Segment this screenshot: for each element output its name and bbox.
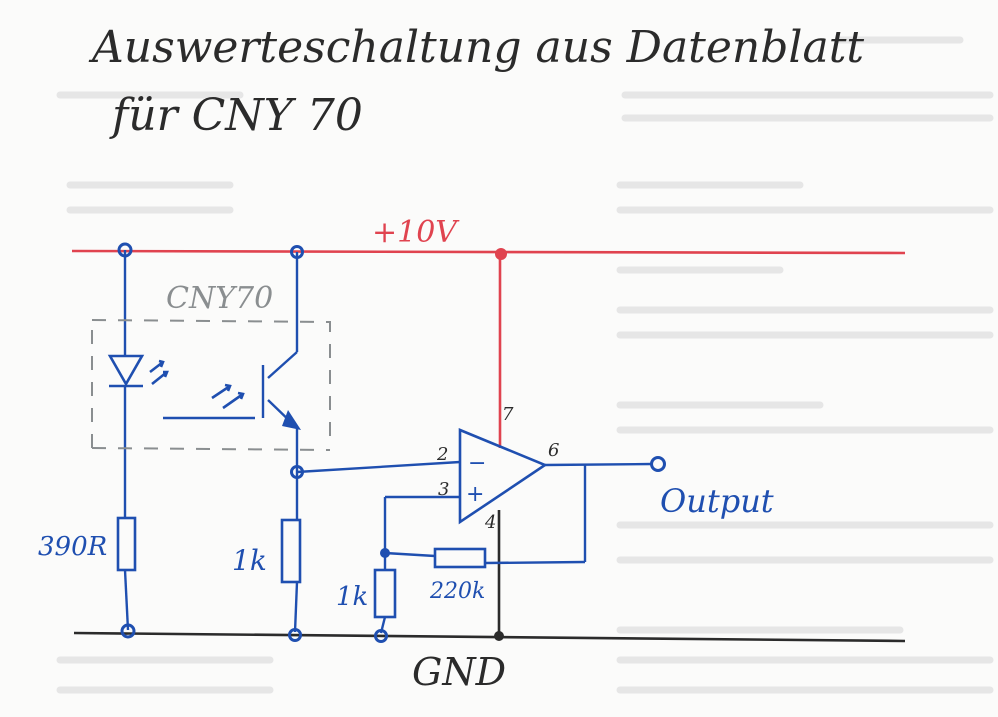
- ground-label: GND: [412, 650, 506, 694]
- led-top-terminal: [117, 242, 133, 258]
- led-symbol: [107, 354, 169, 388]
- pin-2-label: 2: [436, 444, 448, 465]
- led-branch: [123, 250, 130, 631]
- output-terminal: [650, 456, 666, 472]
- ground-junction: [494, 631, 504, 641]
- pin-4-label: 4: [484, 512, 496, 533]
- ground-rail: [73, 510, 906, 643]
- sensor-label: CNY70: [166, 281, 273, 316]
- resistor-1k-emitter: [280, 518, 302, 584]
- feedback-junction: [380, 548, 390, 558]
- resistor-390r-label: 390R: [38, 532, 107, 562]
- emitter-branch: [261, 252, 461, 633]
- supply-rail: [71, 249, 906, 448]
- op-amp-minus-sign: −: [468, 451, 486, 476]
- pin-3-label: 3: [438, 479, 449, 500]
- resistor-220k-label: 220k: [429, 579, 485, 604]
- led-bottom-terminal: [120, 623, 136, 639]
- emitter-node: [290, 465, 304, 479]
- resistor-390r: [116, 516, 137, 572]
- light-arrows: [163, 383, 255, 420]
- resistor-220k: [433, 547, 487, 569]
- resistor-1k-ground: [373, 568, 397, 619]
- op-amp-plus-sign: +: [466, 482, 484, 507]
- collector-terminal: [290, 245, 304, 259]
- pin-6-label: 6: [548, 440, 559, 461]
- resistor-1k-emitter-label: 1k: [232, 544, 267, 577]
- paper-show-through: [56, 36, 994, 694]
- phototransistor-arrow: [282, 410, 301, 430]
- pin-7-label: 7: [502, 404, 514, 425]
- supply-label: +10V: [372, 215, 460, 250]
- diagram-title: Auswerteschaltung aus Datenblatt: [88, 22, 864, 73]
- op-amp-symbol: [458, 428, 548, 525]
- feedback-network: [379, 462, 653, 634]
- supply-junction: [495, 248, 507, 260]
- resistor-1k-ground-label: 1k: [336, 582, 368, 612]
- feedback-ground-terminal: [374, 629, 388, 643]
- diagram-subtitle: für CNY 70: [109, 90, 363, 141]
- output-label: Output: [660, 482, 774, 520]
- emitter-ground-terminal: [288, 628, 302, 642]
- cny70-package: [91, 319, 331, 451]
